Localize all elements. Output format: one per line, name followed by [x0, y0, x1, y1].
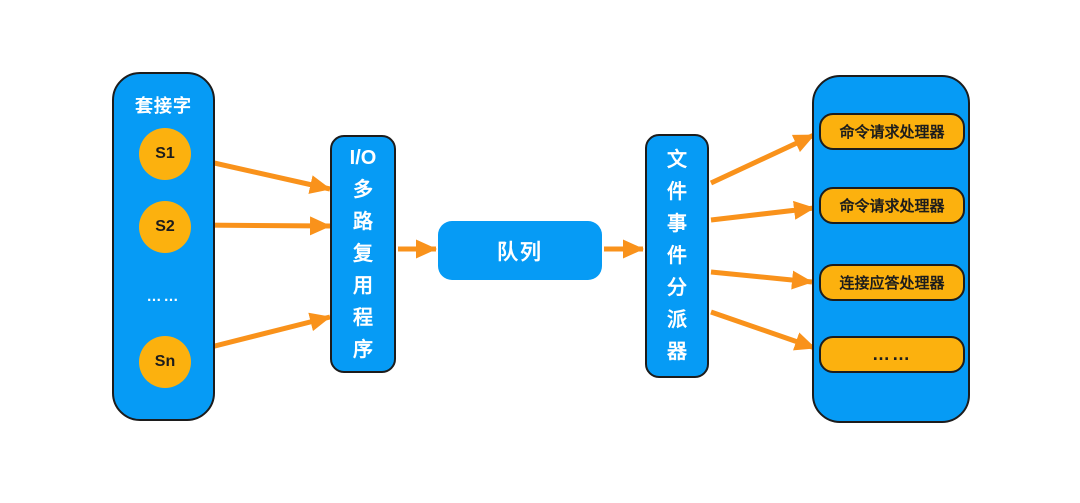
flow-arrow-dispatcher-to-handler-2	[710, 200, 815, 223]
file-event-dispatcher-label: 文 件 事 件 分 派 器	[667, 149, 687, 363]
sockets-panel-title: 套接字	[135, 96, 192, 116]
flow-arrow-dispatcher-to-handler-3	[710, 269, 813, 290]
handler-connection-reply: 连接应答处理器	[819, 264, 965, 301]
socket-node-s2: S2	[139, 201, 191, 253]
flow-arrow-dispatcher-to-handler-4	[710, 309, 816, 351]
handler-command-request-2: 命令请求处理器	[819, 187, 965, 224]
socket-node-s1: S1	[139, 128, 191, 180]
flow-arrow-dispatcher-to-handler-1	[709, 132, 816, 186]
handler-ellipsis: ……	[819, 336, 965, 373]
sockets-panel: 套接字 S1 S2 …… Sn	[112, 72, 215, 421]
queue-box: 队列	[438, 221, 602, 280]
handler-command-request-1: 命令请求处理器	[819, 113, 965, 150]
sockets-ellipsis: ……	[146, 288, 181, 305]
io-multiplexer-label: I/O 多 路 复 用 程 序	[349, 147, 377, 361]
socket-node-sn: Sn	[139, 336, 191, 388]
handlers-panel: 命令请求处理器 命令请求处理器 连接应答处理器 ……	[812, 75, 970, 423]
file-event-dispatcher-box: 文 件 事 件 分 派 器	[645, 134, 709, 378]
io-multiplexer-box: I/O 多 路 复 用 程 序	[330, 135, 396, 373]
